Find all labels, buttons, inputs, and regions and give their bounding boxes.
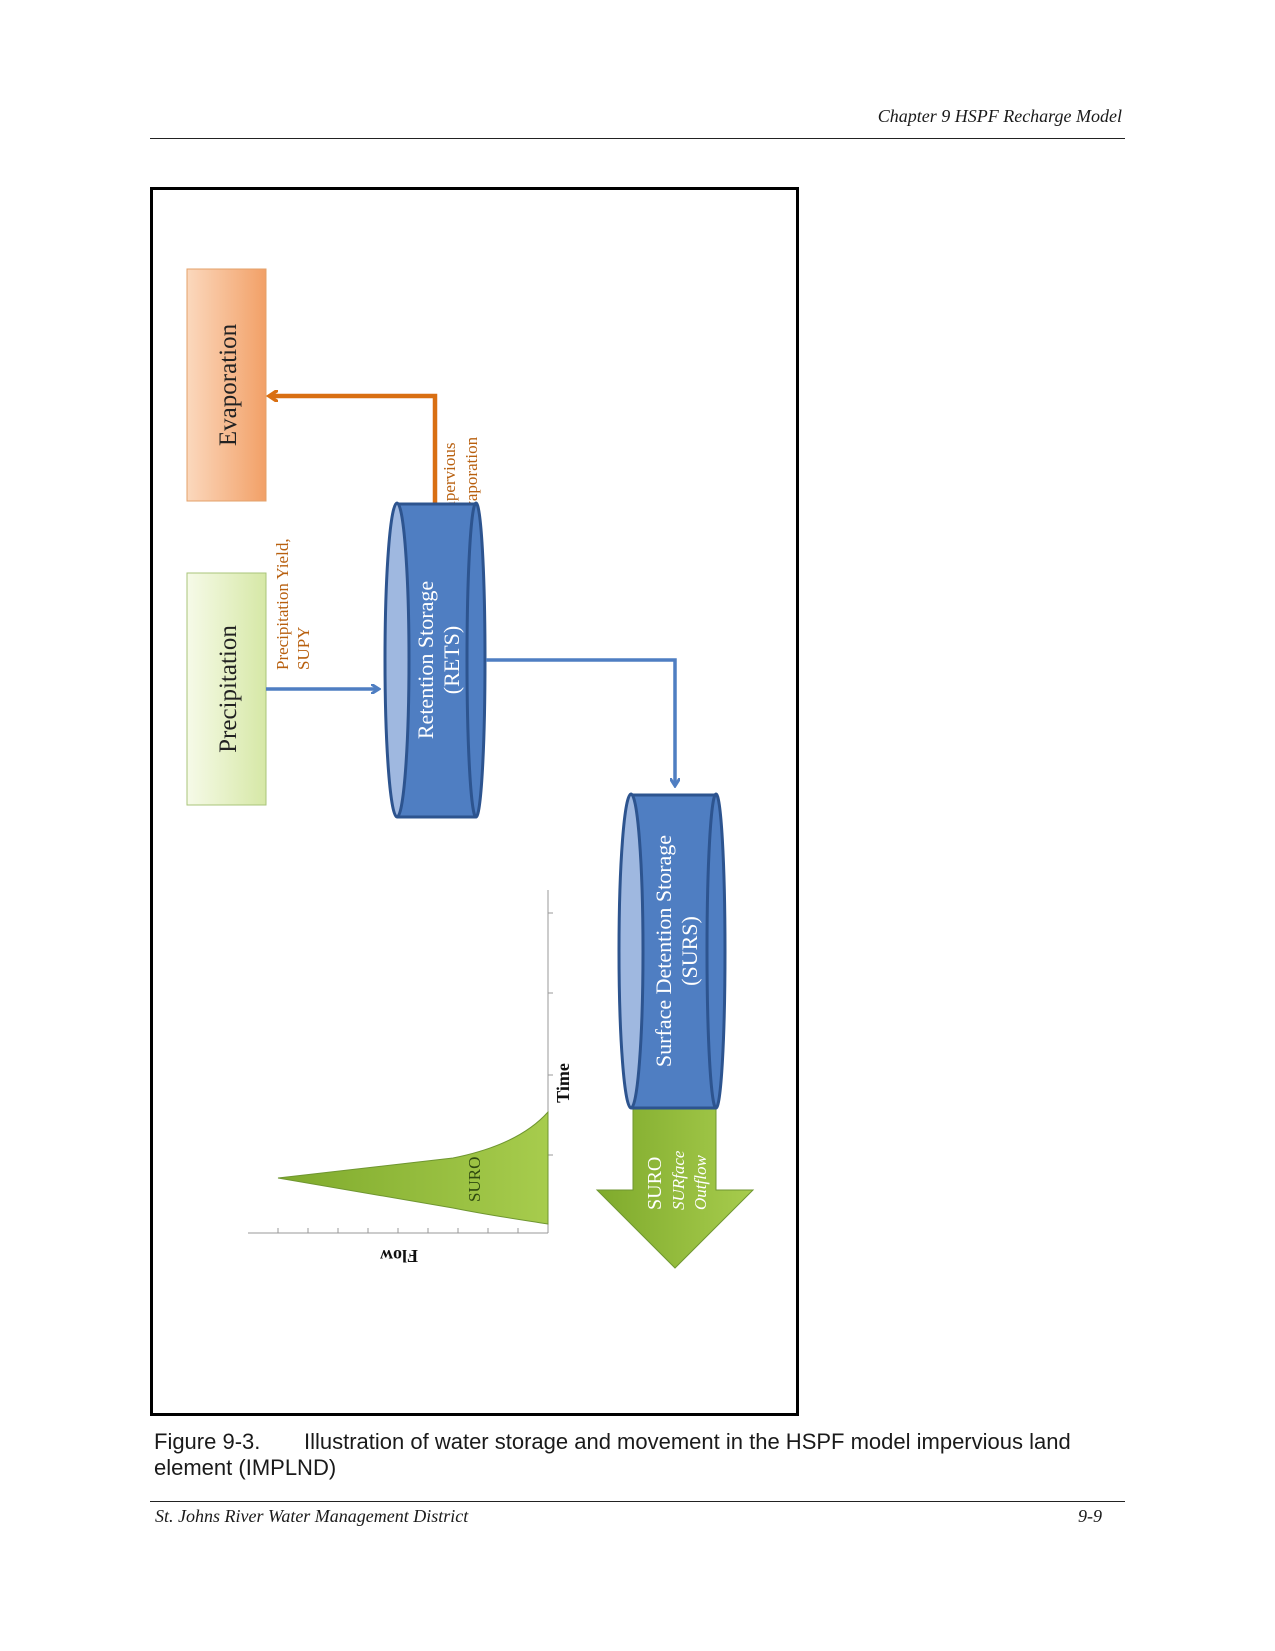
precipitation-box: Precipitation (187, 573, 266, 805)
page-number: 9-9 (1078, 1506, 1102, 1527)
footer-organization: St. Johns River Water Management Distric… (155, 1506, 468, 1527)
figure-number: Figure 9-3. (154, 1429, 304, 1455)
footer-rule (150, 1501, 1125, 1502)
header-rule (150, 138, 1125, 139)
precip-yield-supy: SUPY (294, 627, 313, 670)
precip-yield-label: Precipitation Yield, (273, 538, 292, 670)
rets-label-2: (RETS) (439, 626, 464, 694)
hydrograph-suro-curve (278, 1112, 548, 1224)
figure-frame: Evaporation Precipitation Precipitation … (150, 187, 799, 1416)
suro-outflow-sub1: SURface (669, 1150, 688, 1210)
hydrograph: SURO Time Flow (248, 890, 573, 1266)
arrow-rets-to-surs (486, 660, 675, 785)
hspf-diagram: Evaporation Precipitation Precipitation … (153, 190, 796, 1413)
surface-detention-storage-cylinder: Surface Detention Storage (SURS) (619, 794, 725, 1108)
retention-storage-cylinder: Retention Storage (RETS) (385, 503, 485, 817)
hydrograph-time-label: Time (553, 1063, 573, 1103)
suro-outflow-arrow: SURO SURface Outflow (597, 1108, 753, 1268)
surs-label-2: (SURS) (677, 916, 702, 986)
hydrograph-flow-label: Flow (380, 1246, 418, 1266)
suro-outflow-label: SURO (644, 1157, 666, 1210)
figure-caption: Figure 9-3.Illustration of water storage… (154, 1429, 1114, 1481)
evaporation-label: Evaporation (215, 323, 242, 446)
suro-outflow-sub2: Outflow (691, 1155, 710, 1210)
precipitation-label: Precipitation (215, 625, 242, 753)
evaporation-box: Evaporation (187, 269, 266, 501)
surs-label-1: Surface Detention Storage (651, 835, 676, 1067)
rets-label-1: Retention Storage (413, 581, 438, 739)
running-head: Chapter 9 HSPF Recharge Model (878, 106, 1122, 127)
hydrograph-curve-label: SURO (465, 1157, 484, 1202)
